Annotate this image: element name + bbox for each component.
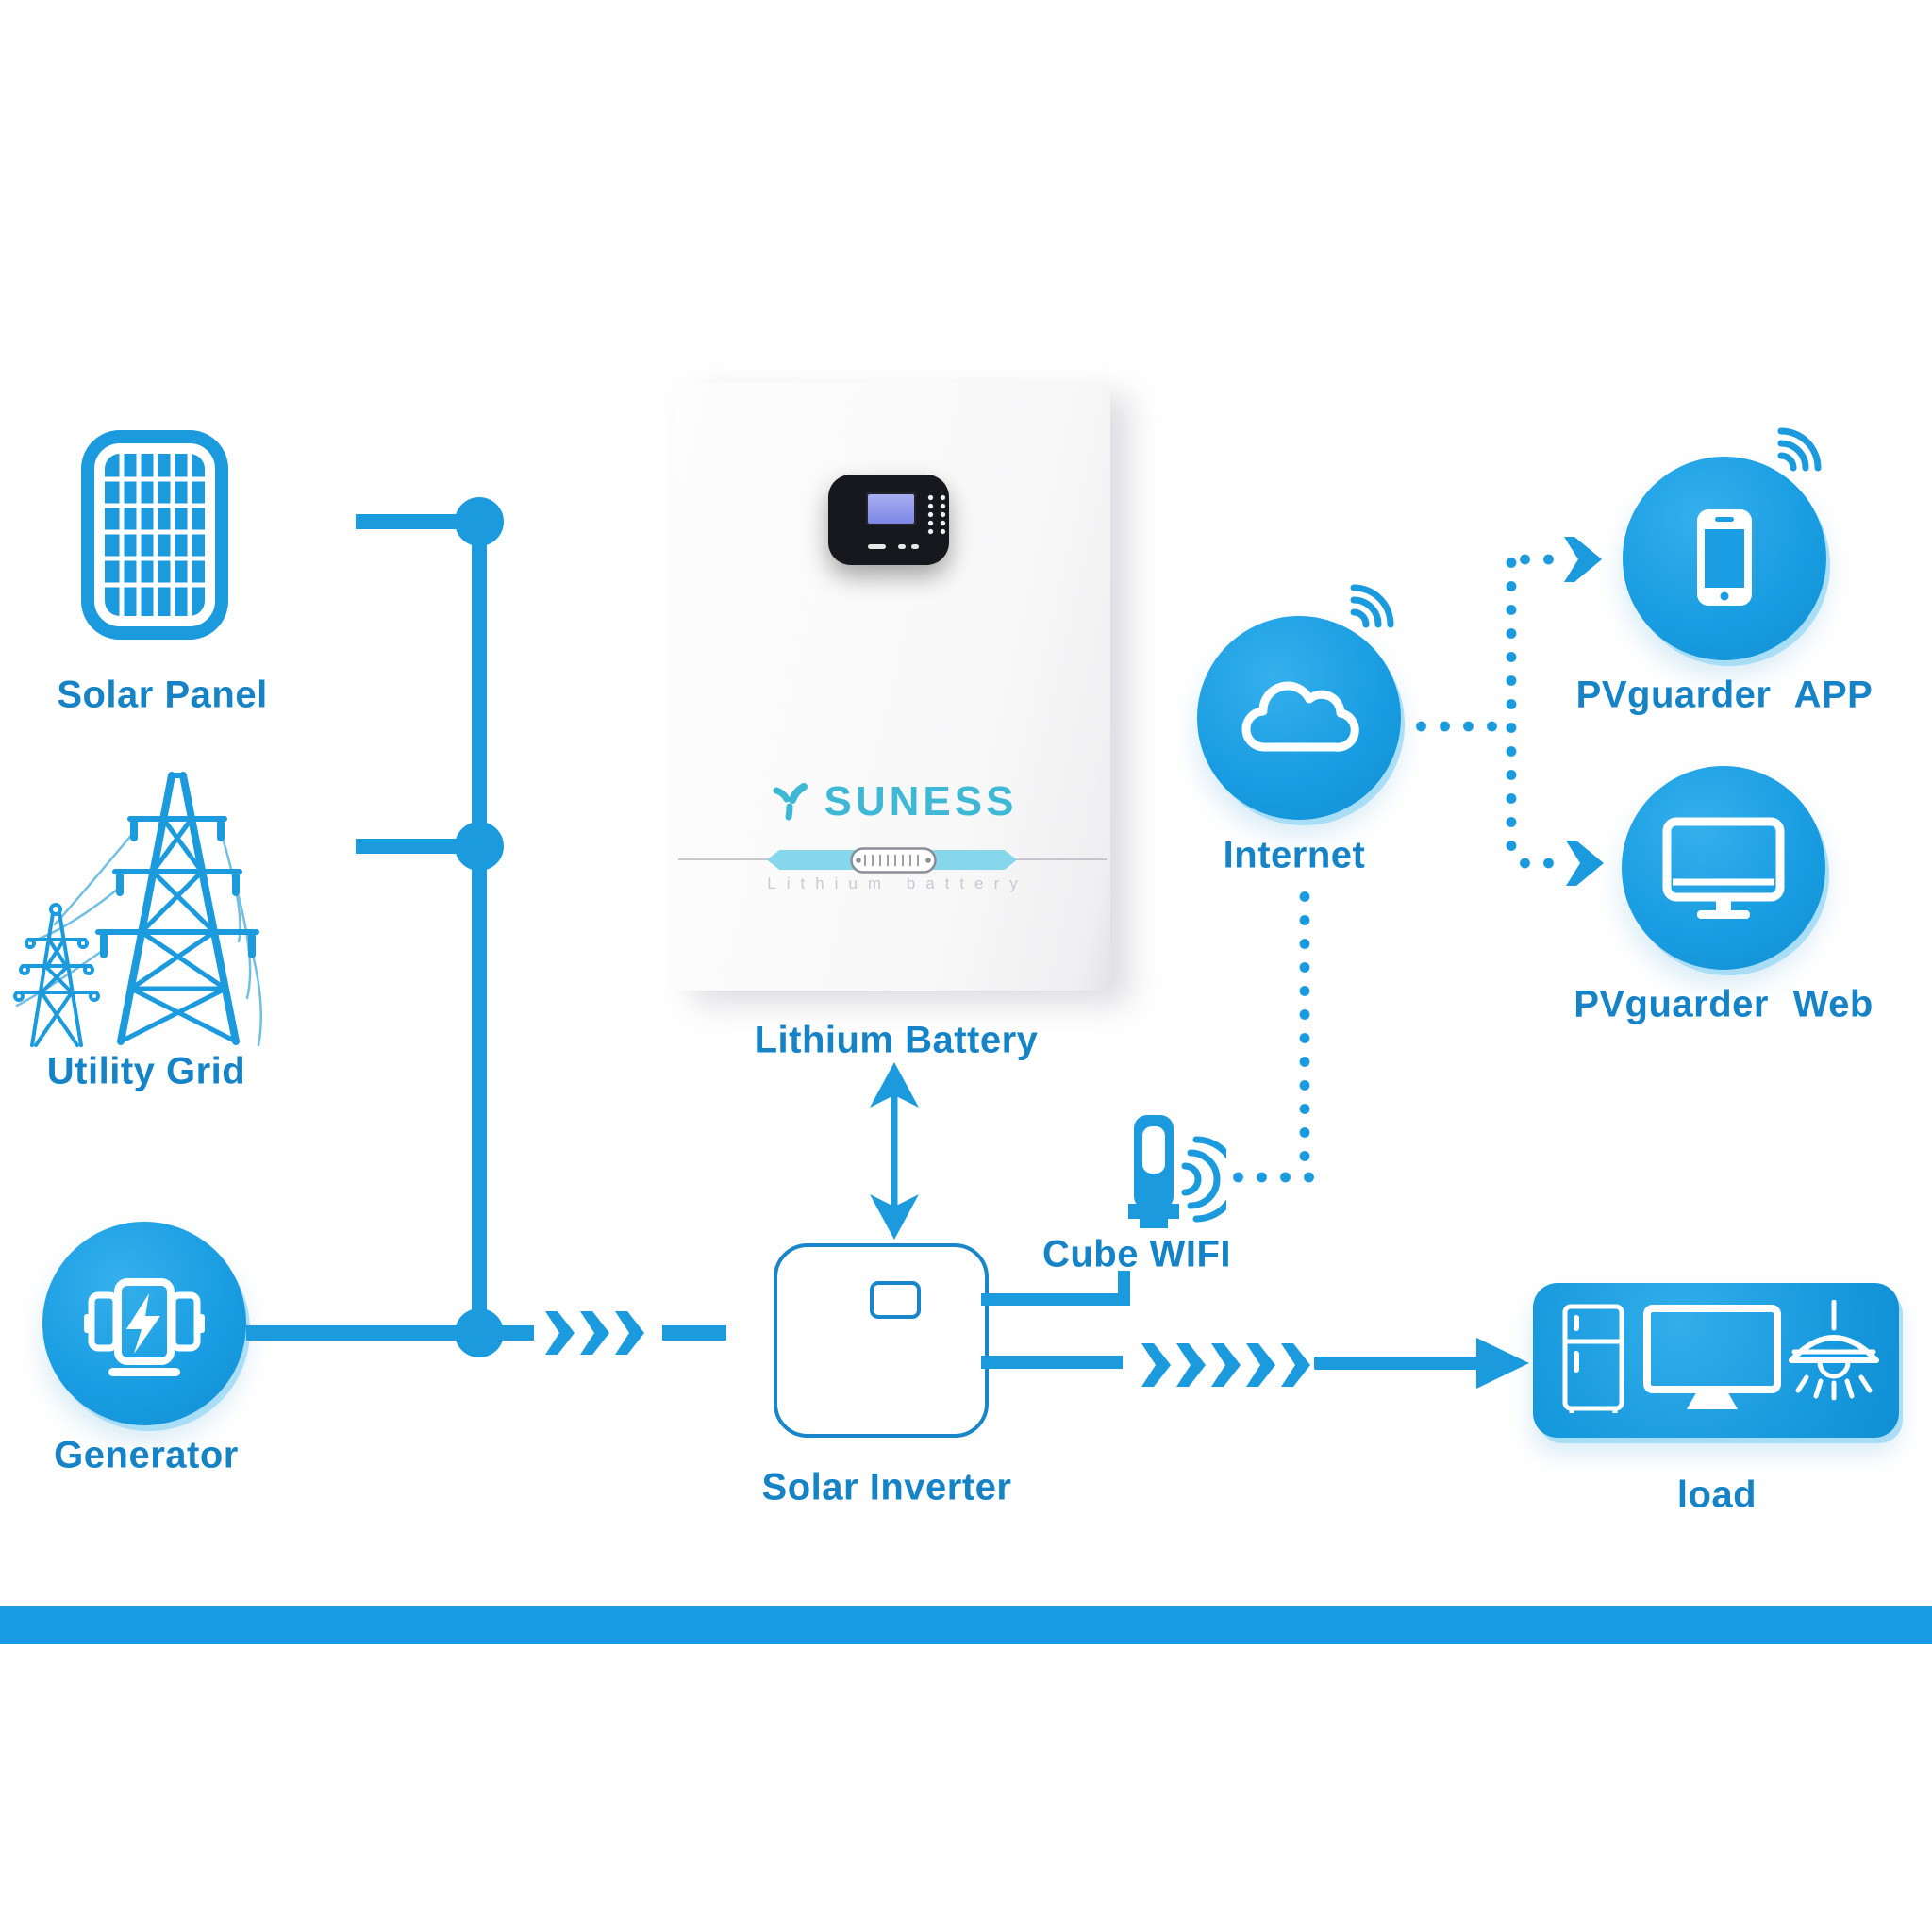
panel-button[interactable] — [898, 544, 906, 549]
phone-icon — [1697, 509, 1752, 606]
internet-icon — [1197, 616, 1401, 820]
flow-chevrons-right — [1141, 1343, 1317, 1387]
inverter-port — [870, 1281, 921, 1319]
double-arrow-icon — [858, 1060, 930, 1241]
tv-icon — [1641, 1302, 1784, 1417]
lithium-battery-unit: SUNESS Lithium battery — [675, 382, 1110, 991]
generator-label: Generator — [54, 1434, 239, 1476]
arrow-to-web-icon — [1566, 839, 1606, 888]
pvguarder-app-label: PVguarder APP — [1575, 674, 1874, 716]
solar-panel-icon — [81, 430, 228, 640]
connector-trunk-line — [472, 518, 487, 1337]
led-indicators — [923, 491, 949, 535]
connector-stub-wifi — [1118, 1271, 1130, 1306]
flow-chevrons-left — [545, 1311, 651, 1355]
cube-wifi-icon — [1121, 1113, 1187, 1238]
pvguarder-web-label: PVguarder Web — [1574, 983, 1874, 1025]
connector-line-solar — [356, 514, 487, 529]
load-box — [1533, 1283, 1899, 1438]
load-label: load — [1676, 1474, 1757, 1516]
battery-gauge — [850, 847, 937, 874]
footer-bar — [0, 1606, 1932, 1644]
brand-name: SUNESS — [824, 778, 1018, 824]
fridge-icon — [1561, 1304, 1625, 1417]
suness-logo: SUNESS — [675, 778, 1110, 825]
lithium-battery-label: Lithium Battery — [754, 1019, 1039, 1061]
junction-dot-middle — [455, 822, 504, 871]
connector-line-utility — [356, 839, 487, 854]
solar-inverter-box — [774, 1243, 989, 1438]
app-wifi-waves-icon — [1770, 421, 1836, 487]
junction-dot-top — [455, 497, 504, 546]
control-panel — [828, 475, 949, 565]
monitor-icon — [1662, 817, 1785, 919]
lcd-screen — [866, 492, 916, 525]
wifi-waves-icon — [1177, 1132, 1226, 1226]
panel-button[interactable] — [868, 544, 886, 549]
dotted-connector-web-h — [1513, 858, 1562, 869]
lamp-icon — [1774, 1300, 1893, 1417]
internet-label: Internet — [1223, 834, 1366, 876]
utility-grid-icon — [9, 770, 277, 1049]
arrow-to-load-icon — [1314, 1334, 1531, 1392]
dotted-connector-wifi-v — [1299, 885, 1310, 1164]
internet-wifi-waves-icon — [1342, 577, 1408, 643]
connector-line-generator — [246, 1325, 479, 1341]
dotted-connector-wifi-h — [1226, 1172, 1316, 1183]
cube-wifi-label: Cube WIFI — [1041, 1233, 1232, 1275]
pvguarder-app-icon — [1623, 457, 1826, 660]
pvguarder-web-icon — [1622, 766, 1825, 970]
connector-line-wifi — [981, 1293, 1130, 1306]
arrow-to-app-icon — [1564, 535, 1604, 584]
cloud-icon — [1241, 681, 1359, 752]
utility-grid-label: Utility Grid — [46, 1050, 246, 1092]
solar-inverter-label: Solar Inverter — [761, 1466, 1012, 1508]
connector-line-load — [981, 1356, 1123, 1369]
dotted-connector-split-v — [1506, 551, 1517, 864]
suness-logo-icon — [773, 783, 808, 821]
connector-dash — [662, 1325, 726, 1341]
connector-stub — [479, 1325, 534, 1341]
dotted-connector-app-h — [1513, 554, 1562, 565]
dotted-connector-internet-h — [1409, 721, 1504, 732]
battery-engraving: Lithium battery — [767, 874, 1028, 892]
generator-icon — [42, 1222, 246, 1425]
solar-panel-label: Solar Panel — [57, 674, 268, 716]
panel-button[interactable] — [911, 544, 919, 549]
